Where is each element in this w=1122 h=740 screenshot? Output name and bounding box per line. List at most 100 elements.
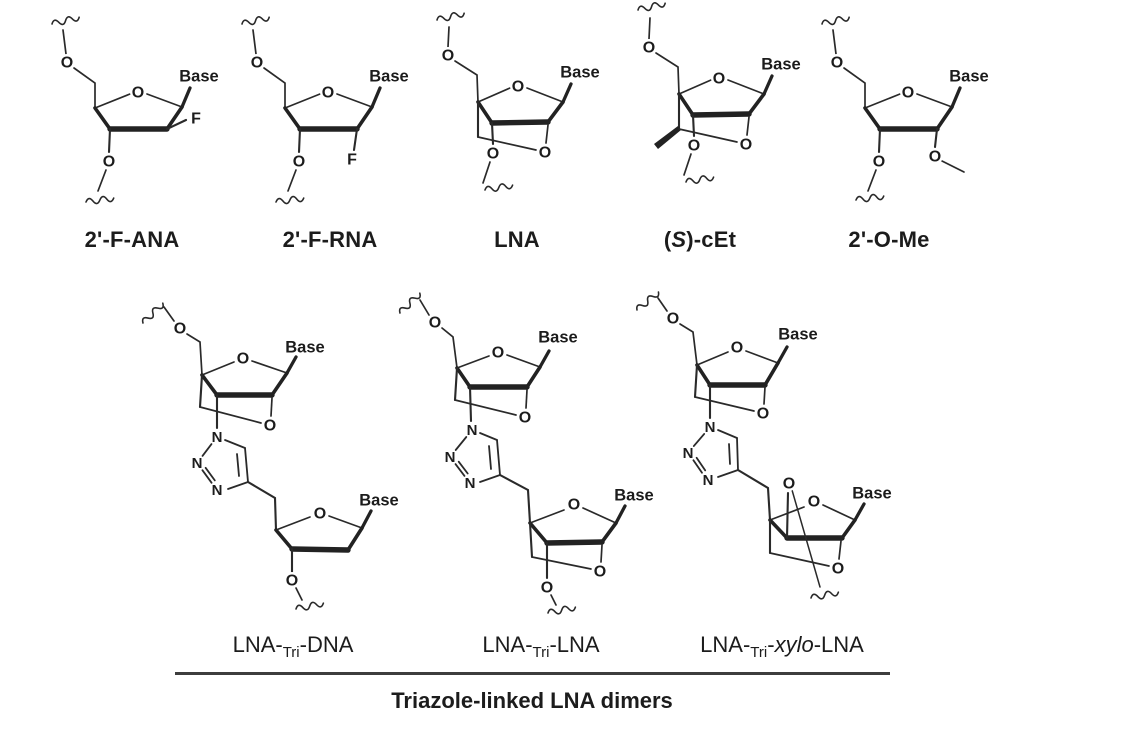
base-label: Base [369,68,408,86]
structure-lna-tri-lna: O O O N N N O O O Base Base [398,292,654,615]
triazole-n3-atom: N [703,472,714,489]
bond-skeleton [436,12,573,192]
fluorine-atom: F [347,152,357,169]
o3-atom: O [103,154,115,171]
phosphate-squiggle-top [436,12,465,22]
label-text: LNA- [700,632,751,657]
structure-s-cet: O O O O Base [637,2,801,184]
o2-bond [933,127,939,149]
label-xylo-italic: xylo [774,632,814,657]
phosphate-squiggle-bottom [685,175,715,184]
bridge-methylene-bond [453,366,459,402]
ring-oxygen-atom-lower: O [314,506,326,523]
methyl-bond [941,160,965,173]
o3-atom-lower: O [541,580,553,597]
fluorine-bond [165,118,188,131]
o2-bridge-atom: O [740,137,752,154]
label-text: LNA [494,227,540,252]
atom-labels: O O O N N N O O O Base Base [665,310,892,578]
label-stereo-italic: S [671,227,687,252]
o2-bridge-atom: O [519,410,531,427]
base-label: Base [761,56,800,74]
structure-lna-tri-xylo-lna: O O O N N N O O O Base Base [636,291,892,600]
o3-atom-lower: O [286,573,298,590]
phosphate-squiggle-bottom [85,195,115,205]
base-label: Base [179,68,218,86]
label-text: 2'-F-ANA [84,227,180,252]
o3-atom: O [873,154,885,171]
bridge-methylene-bond [198,373,204,409]
label-lna: LNA [494,227,540,253]
label-lna-tri-dna: LNA-Tri-DNA [233,632,354,661]
label-text: LNA- [232,632,283,657]
bond-skeleton [141,302,373,611]
c3-to-triazole-bond [468,385,473,423]
phosphate-squiggle-bottom [484,183,514,192]
methyl-wedge [654,126,681,149]
fluorine-atom: F [191,111,201,128]
ring-oxygen-atom-lower: O [808,494,820,511]
structure-2f-rna: O O O Base F [241,16,409,205]
ring-oxygen-atom: O [237,351,249,368]
label-lna-tri-lna: LNA-Tri-LNA [482,632,599,661]
o2-bridge-atom: O [264,418,276,435]
group-caption: Triazole-linked LNA dimers [391,688,673,713]
triazole-n3-atom: N [212,482,223,499]
phosphate-squiggle-bottom [547,605,577,615]
phosphate-squiggle-bottom [295,601,325,611]
label-subscript: Tri [282,644,300,661]
triazole-n2-atom: N [192,455,203,472]
structure-lna-tri-dna: O O O N N N O O Base Base [141,302,399,611]
o5-atom: O [442,48,454,65]
triazole-n2-atom: N [683,445,694,462]
o5-atom: O [831,55,843,72]
bond-skeleton [51,16,192,205]
o2-bridge-atom: O [757,406,769,423]
o3-atom: O [293,154,305,171]
ring-oxygen-atom: O [512,79,524,96]
o2-bridge-atom-lower: O [594,564,606,581]
ring-oxygen-atom: O [132,85,144,102]
o2-bridge-atom: O [539,145,551,162]
ring-oxygen-atom-lower: O [568,497,580,514]
o3-up-bond [785,491,790,540]
atom-labels: O O O O Base [829,54,989,171]
atom-labels: O O O O Base [440,47,600,163]
label-subscript: Tri [532,644,550,661]
base-label-upper: Base [778,326,817,344]
label-text: LNA- [482,632,533,657]
phosphate-squiggle-top [141,302,164,324]
group-underline [175,672,890,675]
bond-skeleton [636,291,866,600]
phosphate-squiggle-top [241,16,270,26]
bond-skeleton [398,292,627,615]
atom-labels: O O O N N N O O Base Base [172,320,399,590]
phosphate-squiggle-bottom [275,195,305,205]
base-label-upper: Base [285,339,324,357]
label-subscript: Tri [750,644,768,661]
phosphate-squiggle-bottom [810,590,840,600]
base-label: Base [560,64,599,82]
o5-atom: O [429,315,441,332]
base-label-lower: Base [852,485,891,503]
label-text: -DNA [299,632,354,657]
o5-atom: O [251,55,263,72]
base-label-lower: Base [359,492,398,510]
label-2f-rna: 2'-F-RNA [283,227,378,253]
o3-crossing-bond [791,489,821,588]
label-text: 2'-O-Me [848,227,930,252]
label-2-o-me: 2'-O-Me [848,227,929,253]
label-text: 2'-F-RNA [282,227,378,252]
atom-labels: O O O N N N O O O Base Base [427,314,654,597]
ring-oxygen-atom: O [713,71,725,88]
bridge-methylene-bond-lower [528,521,534,559]
bond-skeleton [241,16,382,205]
label-s-cet: (S)-cEt [664,227,736,253]
o2-bridge-atom-lower: O [832,561,844,578]
bond-skeleton [637,2,774,184]
o5-atom: O [667,311,679,328]
base-label-lower: Base [614,487,653,505]
ring-oxygen-atom: O [902,85,914,102]
o3-atom: O [688,138,700,155]
phosphate-squiggle-top [637,2,666,12]
